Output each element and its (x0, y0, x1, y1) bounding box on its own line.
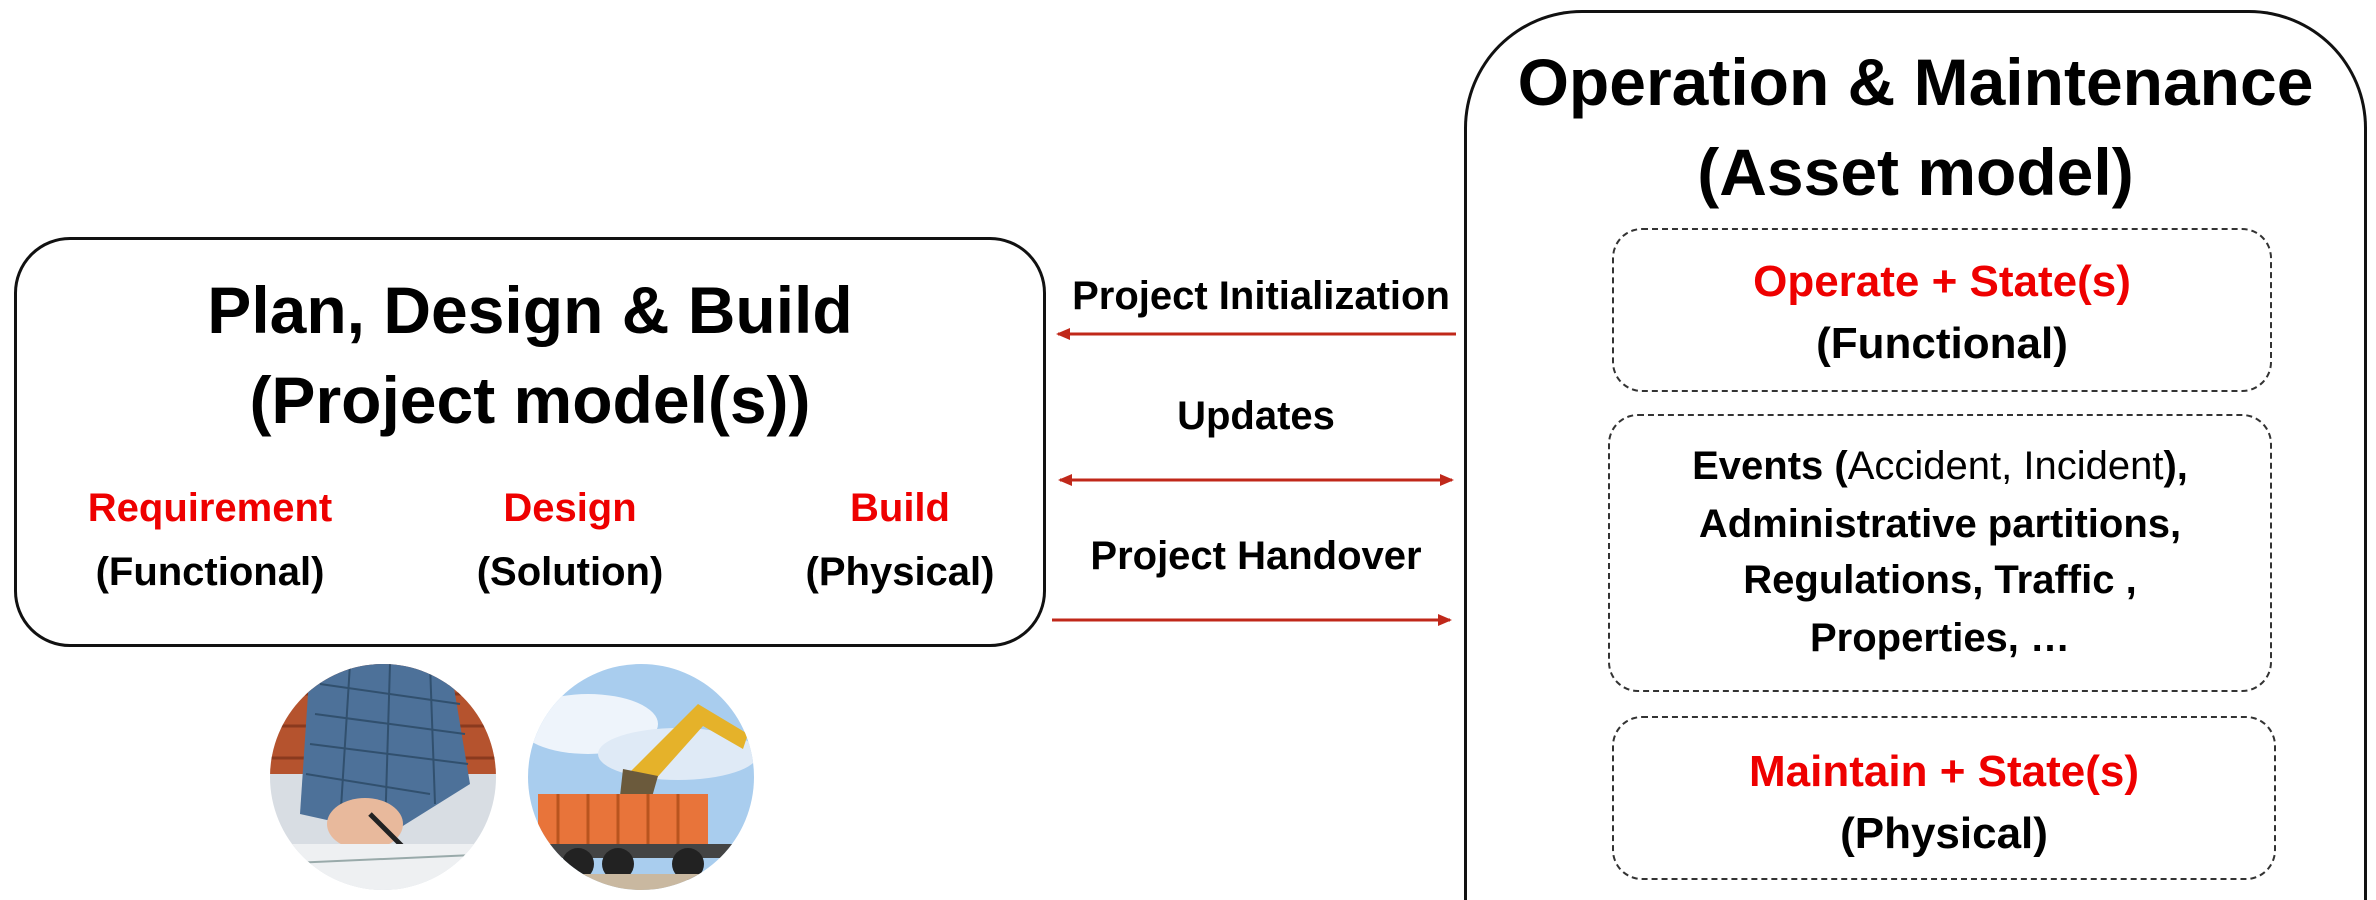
requirement-sub: (Functional) (95, 550, 325, 594)
operate-sub: (Functional) (1816, 319, 2068, 368)
drafting-hand-icon (270, 664, 496, 890)
excavator-truck-photo (528, 664, 754, 890)
drafting-hand-photo (270, 664, 496, 890)
events-line-1: Events (Accident, Incident), (1610, 438, 2270, 494)
plan-design-build-title: Plan, Design & Build (207, 273, 853, 347)
requirement-label: Requirement (87, 486, 333, 530)
project-handover-label: Project Handover (1090, 534, 1422, 578)
excavator-truck-icon (528, 664, 754, 890)
build-label: Build (850, 486, 950, 530)
operate-box: Operate + State(s) (Functional) (1612, 228, 2272, 392)
build-sub: (Physical) (805, 550, 995, 594)
design-label: Design (503, 486, 637, 530)
operation-maintenance-box (1464, 10, 2367, 900)
asset-model-title: (Asset model) (1697, 135, 2134, 209)
events-line-2: Administrative partitions, (1698, 502, 2182, 546)
events-line-4: Properties, … (1809, 616, 2071, 660)
operate-label: Operate + State(s) (1753, 257, 2131, 306)
updates-label: Updates (1177, 394, 1335, 438)
plan-design-build-box (14, 237, 1046, 647)
events-prefix: Events ( (1692, 444, 1848, 488)
operation-maintenance-title: Operation & Maintenance (1517, 45, 2314, 119)
events-box: Events (Accident, Incident), Administrat… (1608, 414, 2272, 692)
project-model-title: (Project model(s)) (249, 363, 811, 437)
events-line-3: Regulations, Traffic , (1743, 558, 2137, 602)
maintain-box: Maintain + State(s) (Physical) (1612, 716, 2276, 880)
events-detail: Accident, Incident (1847, 444, 2164, 488)
maintain-sub: (Physical) (1840, 809, 2048, 858)
project-initialization-label: Project Initialization (1072, 274, 1450, 318)
design-sub: (Solution) (476, 550, 664, 594)
maintain-label: Maintain + State(s) (1749, 747, 2139, 796)
events-suffix: ), (2163, 444, 2188, 488)
